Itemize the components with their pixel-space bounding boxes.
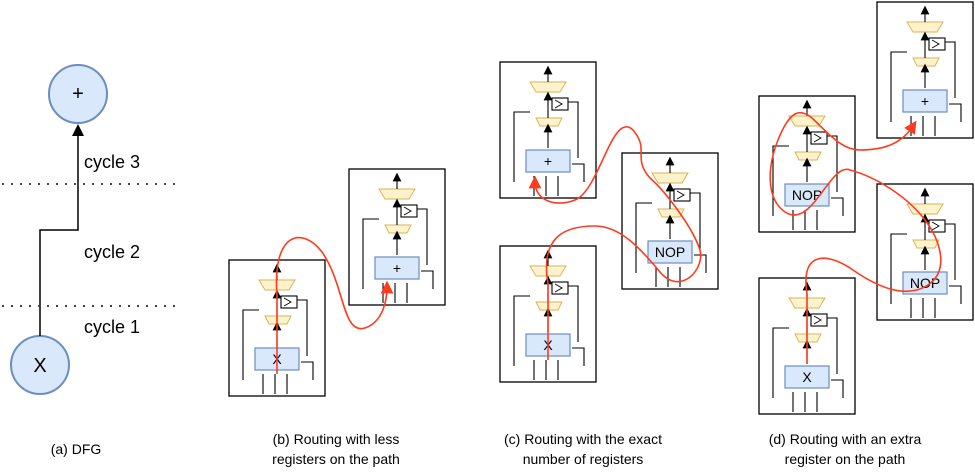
- pe-feedback-left: [635, 202, 652, 273]
- pe-register: [673, 188, 691, 202]
- pe-register-clock-icon: [403, 206, 412, 216]
- pe-tile-d-nop2: NOP: [876, 183, 974, 321]
- pe-feedback-left: [772, 145, 789, 216]
- route-panel-c: [528, 126, 702, 360]
- pe-feedback-right: [421, 270, 434, 289]
- pe-alu: [525, 149, 571, 173]
- pe-tile-c-add: +: [499, 61, 597, 199]
- pe-register-clock-icon: [813, 133, 822, 143]
- caption-d-line2: register on the path: [785, 451, 906, 467]
- pe-top-mux: [906, 21, 944, 33]
- pe-feedback-left: [242, 309, 259, 380]
- cycle-2-label: cycle 2: [84, 242, 140, 262]
- pe-top-mux: [529, 265, 567, 277]
- dfg-mul-node-label: X: [33, 355, 46, 377]
- pe-alu: [784, 365, 830, 389]
- pe-op-label: NOP: [792, 187, 822, 203]
- pe-top-mux: [906, 203, 944, 215]
- pe-feedback-right: [949, 103, 962, 122]
- pe-tile-d-nop1: NOP: [758, 95, 856, 233]
- pe-op-label: NOP: [655, 244, 685, 260]
- caption-c-line2: number of registers: [523, 451, 644, 467]
- cycle-3-label: cycle 3: [84, 152, 140, 172]
- pe-feedback-left: [513, 111, 530, 182]
- pe-mid-mux: [264, 315, 292, 325]
- pe-mid-mux: [535, 117, 563, 127]
- pe-tile-b-add: +: [348, 168, 446, 306]
- pe-top-mux: [651, 172, 689, 184]
- dfg-panel: + X cycle 3 cycle 2 cycle 1 (a) DFG: [2, 64, 178, 457]
- pe-alu: [374, 256, 420, 280]
- pe-feedback-left: [513, 295, 530, 366]
- pe-top-mux: [529, 81, 567, 93]
- pe-feedback-left: [362, 218, 379, 289]
- pe-feedback-right: [694, 254, 707, 273]
- pe-feedback-left: [890, 233, 907, 304]
- pe-mid-mux: [794, 151, 822, 161]
- pe-tile-c-nop: NOP: [621, 152, 719, 290]
- pe-mid-mux: [912, 239, 940, 249]
- pe-feedback-right: [301, 361, 314, 380]
- pe-register: [928, 37, 946, 51]
- pe-register: [280, 295, 298, 309]
- pe-register: [551, 281, 569, 295]
- pe-register-clock-icon: [283, 297, 292, 307]
- pe-tile-d-add: +: [876, 1, 974, 139]
- pe-alu: [784, 183, 830, 207]
- pe-op-label: X: [802, 369, 812, 385]
- routes: [275, 111, 942, 374]
- pe-alu: [902, 89, 948, 113]
- pe-feedback-left: [772, 327, 789, 398]
- pe-mid-mux: [794, 333, 822, 343]
- pe-register-clock-icon: [554, 283, 563, 293]
- pe-top-mux: [378, 188, 416, 200]
- pe-feedback-right: [572, 163, 585, 182]
- pe-feedback-right: [949, 285, 962, 304]
- pe-feedback-left: [890, 51, 907, 122]
- pe-alu: [647, 240, 693, 264]
- pe-op-label: +: [393, 260, 401, 276]
- pe-register: [400, 204, 418, 218]
- captions: (b) Routing with less registers on the p…: [272, 431, 921, 467]
- dfg-add-node-label: +: [72, 83, 84, 105]
- pe-register-clock-icon: [554, 99, 563, 109]
- caption-d-line1: (d) Routing with an extra: [769, 431, 922, 447]
- pe-register: [551, 97, 569, 111]
- caption-b-line2: registers on the path: [272, 451, 400, 467]
- caption-b-line1: (b) Routing with less: [273, 431, 400, 447]
- dfg-add-node: [48, 64, 108, 124]
- pe-register-clock-icon: [931, 39, 940, 49]
- pe-mid-mux: [384, 224, 412, 234]
- caption-a: (a) DFG: [51, 441, 102, 457]
- pe-op-label: +: [921, 93, 929, 109]
- dfg-edge: [39, 124, 84, 336]
- caption-c-line1: (c) Routing with the exact: [504, 431, 662, 447]
- pe-register-clock-icon: [931, 221, 940, 231]
- pe-mid-mux: [535, 301, 563, 311]
- pe-feedback-right: [572, 347, 585, 366]
- route-panel-d: [769, 111, 942, 364]
- pe-op-label: NOP: [910, 275, 940, 291]
- pe-register-clock-icon: [676, 190, 685, 200]
- pe-op-label: +: [544, 153, 552, 169]
- route-panel-b: [275, 236, 394, 374]
- pe-register: [810, 313, 828, 327]
- cycle-1-label: cycle 1: [84, 317, 140, 337]
- pe-mid-mux: [912, 57, 940, 67]
- pe-top-mux: [788, 115, 826, 127]
- pe-register-clock-icon: [813, 315, 822, 325]
- pe-feedback-right: [831, 197, 844, 216]
- pe-feedback-right: [831, 379, 844, 398]
- pe-register: [810, 131, 828, 145]
